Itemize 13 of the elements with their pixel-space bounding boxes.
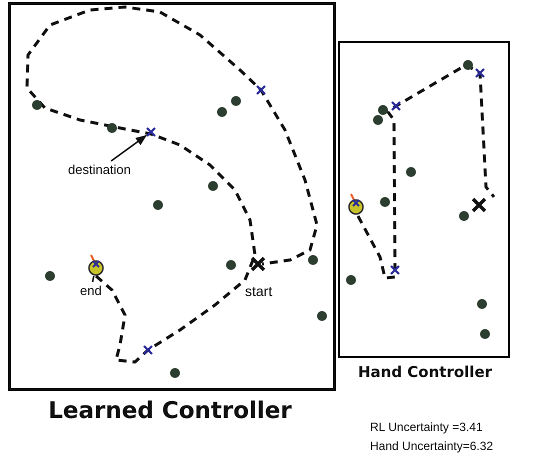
note-text: Hand Uncertainty=6.32 bbox=[370, 439, 494, 453]
waypoint-cross bbox=[146, 126, 156, 138]
plot-panel bbox=[338, 41, 510, 358]
leader-line bbox=[92, 276, 95, 282]
callout-text: end bbox=[80, 283, 102, 298]
note-text: RL Uncertainty =3.41 bbox=[370, 420, 483, 434]
point-label: start bbox=[245, 283, 272, 299]
leader-arrow bbox=[110, 134, 147, 162]
plot-panel bbox=[8, 2, 336, 391]
panel-title: Learned Controller bbox=[48, 398, 292, 424]
panel-title: Hand Controller bbox=[358, 363, 492, 381]
callout-text: destination bbox=[68, 162, 131, 177]
end-marker bbox=[88, 254, 104, 276]
